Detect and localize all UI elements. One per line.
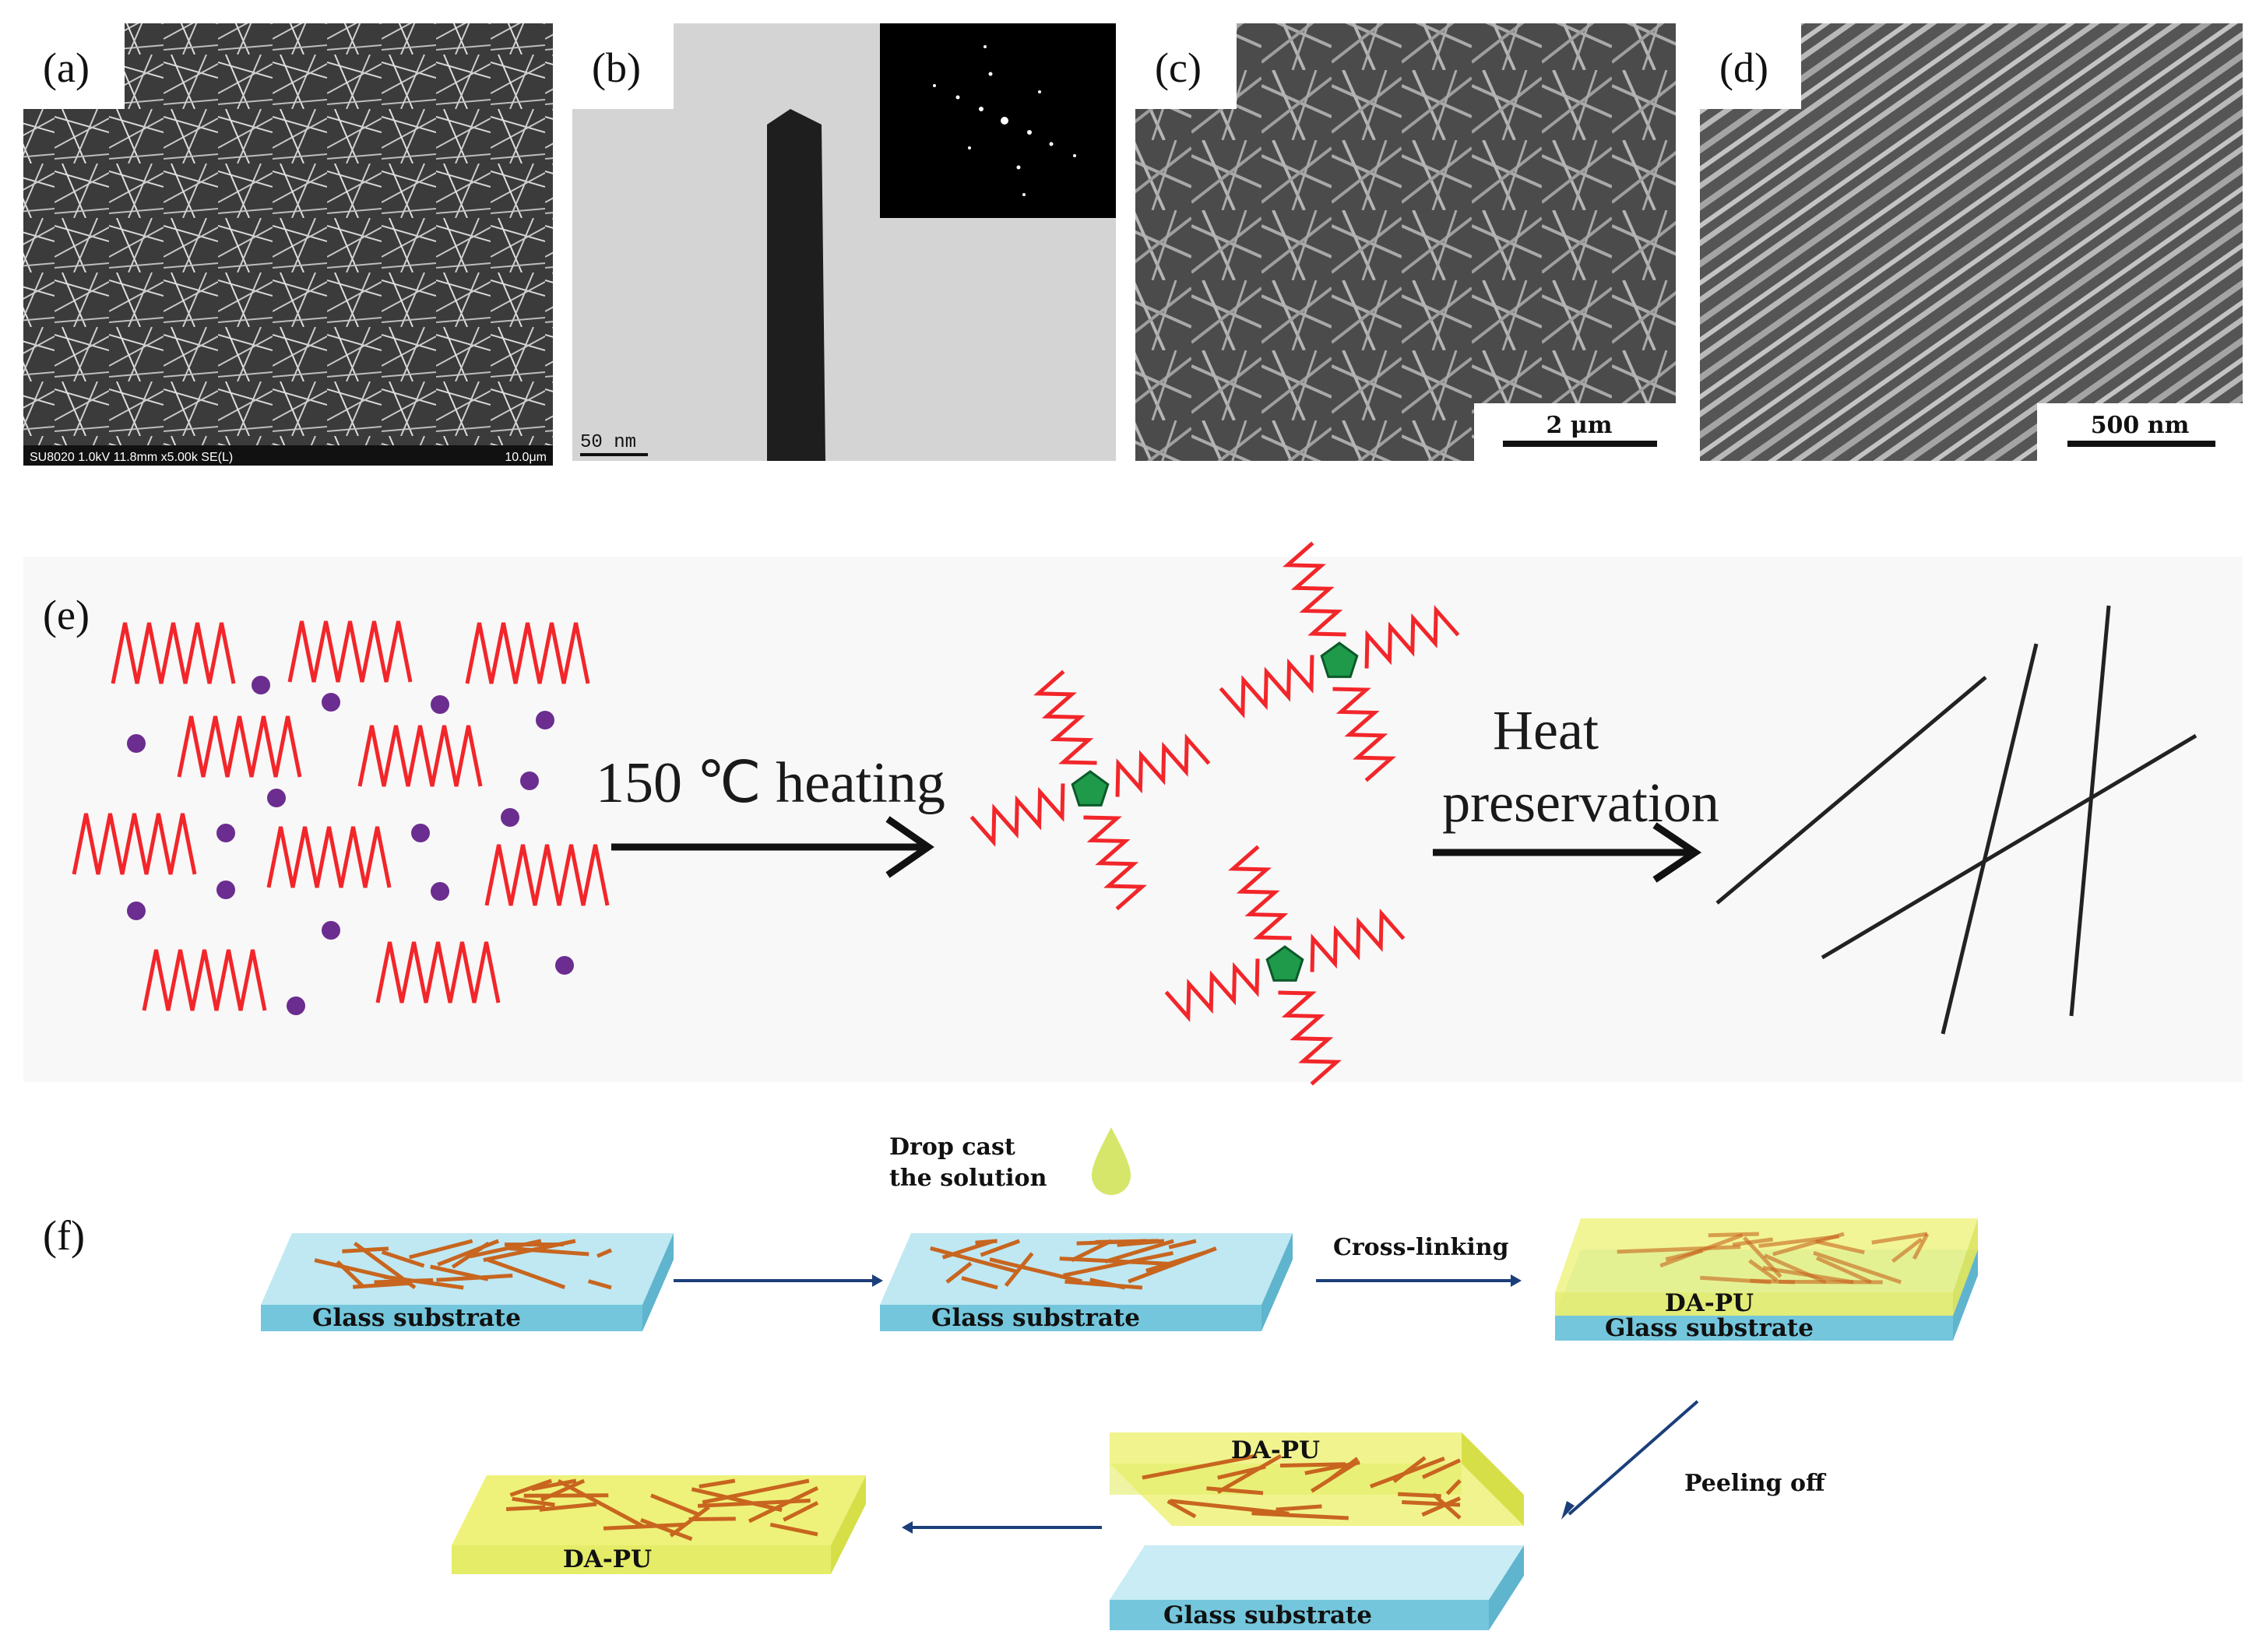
panel-d-scale-box bbox=[2037, 403, 2243, 461]
glass-plate-1: Glass substrate bbox=[261, 1233, 674, 1332]
glass-label-3: Glass substrate bbox=[1605, 1314, 1814, 1342]
dapu-label-4: DA-PU bbox=[1231, 1436, 1320, 1464]
peeling-assembly: DA-PU Glass substrate bbox=[1110, 1432, 1524, 1630]
panel-e: (e) 150 ℃ heating Heat preservation bbox=[23, 541, 2243, 1086]
precursor-dot bbox=[127, 734, 146, 753]
monomer-chain bbox=[177, 715, 302, 778]
panel-a-info-text: SU8020 1.0kV 11.8mm x5.00k SE(L) bbox=[30, 451, 233, 464]
panel-a-label: (a) bbox=[43, 44, 90, 91]
monomer-chain bbox=[266, 826, 392, 888]
precursor-dot bbox=[431, 695, 449, 714]
monomer-chain bbox=[375, 941, 501, 1004]
metal-center bbox=[1320, 641, 1359, 678]
precursor-dot bbox=[252, 676, 270, 694]
precursor-dots bbox=[127, 676, 574, 1015]
panel-c-label-box bbox=[1135, 23, 1237, 109]
silver-nanowire-network bbox=[1142, 1453, 1462, 1520]
precursor-dot bbox=[536, 711, 554, 729]
nanowire-shape bbox=[767, 109, 825, 461]
dapu-film-5: DA-PU bbox=[452, 1475, 866, 1574]
panel-c: (c) 2 μm bbox=[1135, 23, 1676, 461]
silver-nanowire-network bbox=[1617, 1232, 1930, 1285]
panel-a-info-bar bbox=[23, 445, 553, 466]
panel-a-scale: 10.0μm bbox=[505, 451, 547, 464]
glass-label-1: Glass substrate bbox=[312, 1304, 521, 1332]
precursor-dot bbox=[322, 921, 340, 940]
nanowires-result bbox=[1715, 605, 2197, 1035]
precursor-dot bbox=[431, 882, 449, 901]
panel-a-label-box bbox=[23, 23, 125, 109]
monomer-chain bbox=[111, 622, 236, 684]
star-complex bbox=[969, 670, 1211, 911]
flow-arrow-1 bbox=[674, 1274, 883, 1287]
panel-b: (b) 50 nm bbox=[572, 23, 1116, 461]
flow-arrow-2 bbox=[1316, 1274, 1522, 1287]
panel-b-scale: 50 nm bbox=[580, 432, 636, 453]
metal-center bbox=[1265, 945, 1304, 982]
monomer-chain bbox=[357, 725, 483, 787]
precursor-dot bbox=[555, 956, 574, 975]
panel-c-scale: 2 μm bbox=[1546, 412, 1612, 439]
star-complex bbox=[1164, 845, 1406, 1086]
monomer-chain bbox=[484, 844, 610, 906]
silver-nanowire-network bbox=[505, 1478, 819, 1541]
precursor-dot bbox=[322, 693, 340, 712]
monomer-chains bbox=[72, 620, 610, 1011]
preservation-arrow bbox=[1433, 822, 1702, 883]
panel-e-background bbox=[23, 557, 2243, 1082]
panel-f: (f) Drop cast the solution Glass substra… bbox=[43, 1127, 1978, 1630]
flow-arrow-3 bbox=[902, 1521, 1102, 1534]
silver-nanowire-network bbox=[314, 1239, 612, 1290]
metal-center bbox=[1071, 770, 1110, 807]
monomer-chain bbox=[142, 949, 267, 1011]
panel-a: SU8020 1.0kV 11.8mm x5.00k SE(L) 10.0μm … bbox=[23, 23, 553, 466]
precursor-dot bbox=[216, 880, 235, 899]
heating-arrow bbox=[611, 816, 934, 878]
glass-label-4: Glass substrate bbox=[1163, 1601, 1372, 1629]
peel-arrow bbox=[1561, 1400, 1699, 1520]
cross-linking-label: Cross-linking bbox=[1333, 1234, 1509, 1261]
star-complex bbox=[1219, 541, 1460, 782]
drop-cast-label-line2: the solution bbox=[889, 1165, 1047, 1192]
precursor-dot bbox=[411, 824, 430, 842]
peeling-off-label: Peeling off bbox=[1684, 1470, 1827, 1497]
panel-b-label-box bbox=[572, 23, 674, 109]
dapu-label-5: DA-PU bbox=[563, 1545, 652, 1573]
monomer-chain bbox=[465, 622, 590, 684]
dapu-glass-plate-3: DA-PU Glass substrate bbox=[1555, 1218, 1978, 1342]
panel-c-scale-box bbox=[1474, 403, 1676, 461]
glass-label-2: Glass substrate bbox=[931, 1304, 1140, 1332]
panel-b-label: (b) bbox=[592, 44, 641, 91]
panel-e-label: (e) bbox=[43, 592, 90, 638]
precursor-dot bbox=[501, 808, 519, 827]
preservation-label: preservation bbox=[1442, 772, 1719, 834]
panel-f-label: (f) bbox=[43, 1212, 85, 1259]
heat-label: Heat bbox=[1493, 699, 1599, 761]
panel-c-label: (c) bbox=[1155, 44, 1202, 91]
diffraction-spots bbox=[933, 45, 1076, 196]
monomer-chain bbox=[287, 620, 413, 683]
drop-cast-label-line1: Drop cast bbox=[889, 1134, 1015, 1161]
panel-d-label-box bbox=[1700, 23, 1801, 109]
precursor-dot bbox=[216, 824, 235, 842]
diffraction-inset bbox=[880, 23, 1116, 218]
precursor-dot bbox=[127, 902, 146, 920]
monomer-chain bbox=[72, 813, 197, 875]
glass-plate-2: Glass substrate bbox=[880, 1233, 1293, 1332]
star-complexes bbox=[969, 541, 1460, 1086]
dapu-label-3: DA-PU bbox=[1665, 1289, 1754, 1317]
silver-nanowire-network bbox=[930, 1239, 1217, 1290]
panel-d: (d) 500 nm bbox=[1700, 23, 2243, 461]
precursor-dot bbox=[287, 996, 305, 1015]
precursor-dot bbox=[520, 772, 539, 790]
precursor-dot bbox=[267, 789, 286, 807]
panel-d-label: (d) bbox=[1719, 44, 1768, 91]
panel-d-scale: 500 nm bbox=[2091, 412, 2190, 439]
droplet-icon bbox=[1092, 1127, 1131, 1195]
heating-label: 150 ℃ heating bbox=[596, 751, 945, 815]
